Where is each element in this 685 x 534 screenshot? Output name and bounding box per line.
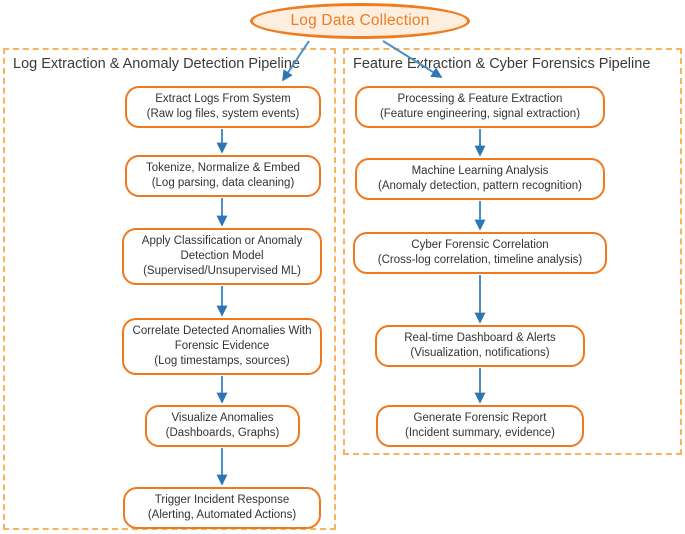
node-title: Visualize Anomalies bbox=[171, 412, 274, 425]
node-subtitle: (Raw log files, system events) bbox=[146, 108, 300, 120]
node-title: Generate Forensic Report bbox=[413, 412, 547, 425]
node-realtime-dashboard-alerts: Real-time Dashboard & Alerts (Visualizat… bbox=[375, 325, 585, 367]
node-subtitle: (Incident summary, evidence) bbox=[405, 427, 555, 439]
node-title: Machine Learning Analysis bbox=[411, 165, 549, 178]
node-subtitle: (Dashboards, Graphs) bbox=[165, 427, 280, 439]
root-node-label: Log Data Collection bbox=[290, 12, 430, 29]
right-pipeline-title: Feature Extraction & Cyber Forensics Pip… bbox=[353, 56, 651, 72]
node-cyber-forensic-correlation: Cyber Forensic Correlation (Cross-log co… bbox=[353, 232, 607, 274]
node-correlate-anomalies: Correlate Detected Anomalies With Forens… bbox=[122, 318, 322, 375]
node-subtitle: (Log parsing, data cleaning) bbox=[151, 177, 295, 189]
node-subtitle: (Supervised/Unsupervised ML) bbox=[143, 264, 301, 277]
node-title: Correlate Detected Anomalies With Forens… bbox=[132, 325, 312, 353]
node-tokenize-normalize-embed: Tokenize, Normalize & Embed (Log parsing… bbox=[125, 155, 321, 197]
node-machine-learning-analysis: Machine Learning Analysis (Anomaly detec… bbox=[355, 158, 605, 200]
left-pipeline-title: Log Extraction & Anomaly Detection Pipel… bbox=[13, 56, 300, 72]
node-subtitle: (Alerting, Automated Actions) bbox=[147, 509, 297, 521]
node-subtitle: (Anomaly detection, pattern recognition) bbox=[378, 180, 582, 192]
node-apply-classification-model: Apply Classification or Anomaly Detectio… bbox=[122, 228, 322, 285]
root-node-log-data-collection: Log Data Collection bbox=[250, 3, 470, 39]
node-visualize-anomalies: Visualize Anomalies (Dashboards, Graphs) bbox=[145, 405, 300, 447]
node-subtitle: (Feature engineering, signal extraction) bbox=[379, 108, 581, 120]
node-title: Real-time Dashboard & Alerts bbox=[404, 332, 556, 345]
node-title: Extract Logs From System bbox=[155, 93, 291, 106]
node-trigger-incident-response: Trigger Incident Response (Alerting, Aut… bbox=[123, 487, 321, 529]
node-subtitle: (Cross-log correlation, timeline analysi… bbox=[377, 254, 583, 266]
node-title: Trigger Incident Response bbox=[154, 494, 290, 507]
node-title: Tokenize, Normalize & Embed bbox=[145, 162, 301, 175]
node-extract-logs: Extract Logs From System (Raw log files,… bbox=[125, 86, 321, 128]
node-title: Apply Classification or Anomaly Detectio… bbox=[141, 235, 303, 263]
node-subtitle: (Visualization, notifications) bbox=[410, 347, 550, 359]
node-generate-forensic-report: Generate Forensic Report (Incident summa… bbox=[376, 405, 584, 447]
node-processing-feature-extraction: Processing & Feature Extraction (Feature… bbox=[355, 86, 605, 128]
left-pipeline-container: Log Extraction & Anomaly Detection Pipel… bbox=[3, 48, 336, 530]
node-title: Processing & Feature Extraction bbox=[397, 93, 563, 106]
node-title: Cyber Forensic Correlation bbox=[411, 239, 549, 252]
node-subtitle: (Log timestamps, sources) bbox=[154, 354, 290, 367]
